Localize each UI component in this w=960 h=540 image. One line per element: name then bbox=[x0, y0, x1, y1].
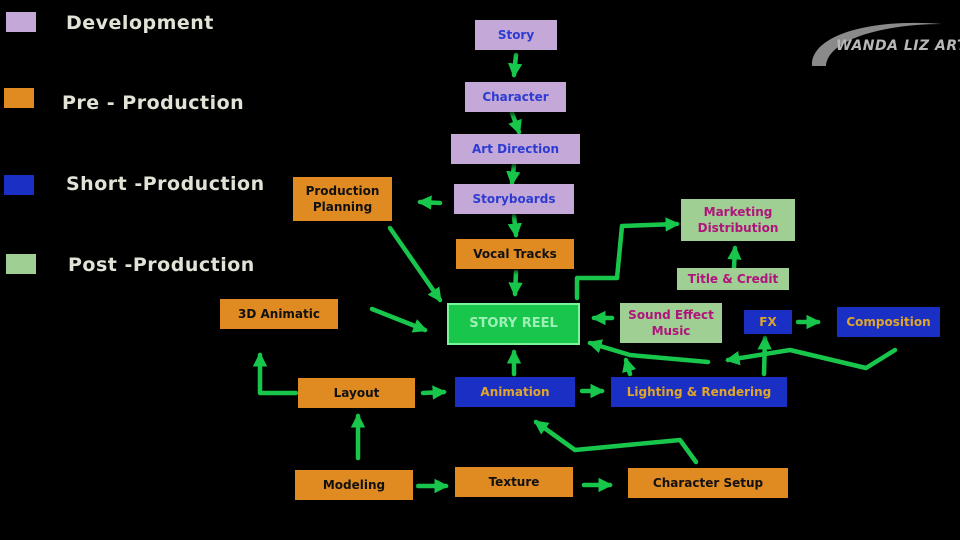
legend-swatch-short-production bbox=[4, 175, 34, 195]
node-marketing-distribution: Marketing Distribution bbox=[681, 199, 795, 241]
arrow-story-to-character bbox=[507, 52, 523, 78]
legend-label-short-production: Short -Production bbox=[66, 173, 265, 195]
arrow-character-to-art-direction bbox=[508, 110, 522, 135]
node-fx: FX bbox=[744, 310, 792, 334]
node-story: Story bbox=[475, 20, 557, 50]
arrow-title-to-marketing bbox=[727, 245, 742, 271]
logo-text: WANDA LIZ ART bbox=[836, 38, 960, 54]
arrow-3d-animatic-to-story-reel bbox=[369, 306, 428, 333]
arrow-vocal-tracks-to-story-reel bbox=[508, 269, 523, 297]
arrow-layout-to-animation bbox=[420, 385, 447, 400]
arrow-art-direction-to-storyboards bbox=[506, 162, 521, 186]
node-art-direction: Art Direction bbox=[451, 134, 580, 164]
node-modeling: Modeling bbox=[295, 470, 413, 500]
node-layout: Layout bbox=[298, 378, 415, 408]
node-animation: Animation bbox=[455, 377, 575, 407]
node-composition: Composition bbox=[837, 307, 940, 337]
legend-swatch-pre-production bbox=[4, 88, 34, 108]
arrow-storyboards-to-vocal-tracks bbox=[507, 213, 522, 238]
node-story-reel: STORY REEL bbox=[447, 303, 580, 345]
legend-label-pre-production: Pre - Production bbox=[62, 92, 245, 114]
node-sound-effect-music: Sound Effect Music bbox=[620, 303, 722, 343]
arrow-character-setup-to-animation bbox=[533, 419, 699, 465]
node-storyboards: Storyboards bbox=[454, 184, 574, 214]
node-vocal-tracks: Vocal Tracks bbox=[456, 239, 574, 269]
legend-swatch-post-production bbox=[6, 254, 36, 274]
arrow-storyboards-to-production-planning bbox=[417, 195, 443, 210]
arrow-production-planning-to-story-reel bbox=[387, 225, 443, 303]
legend-swatch-development bbox=[6, 12, 36, 32]
arrow-story-reel-to-marketing bbox=[574, 217, 680, 301]
logo-swoosh bbox=[811, 22, 942, 66]
arrow-composition-to-lighting bbox=[725, 347, 898, 371]
node-texture: Texture bbox=[455, 467, 573, 497]
legend-label-post-production: Post -Production bbox=[68, 254, 255, 276]
node-title-credit: Title & Credit bbox=[677, 268, 789, 290]
node-character: Character bbox=[465, 82, 566, 112]
legend-label-development: Development bbox=[66, 12, 214, 34]
node-character-setup: Character Setup bbox=[628, 468, 788, 498]
arrow-lighting-up-to-story-reel bbox=[622, 357, 637, 377]
node-lighting-rendering: Lighting & Rendering bbox=[611, 377, 787, 407]
arrow-lighting-to-story-reel bbox=[587, 339, 711, 365]
arrow-layout-to-3d-animatic bbox=[252, 352, 299, 396]
node-production-planning: Production Planning bbox=[293, 177, 392, 221]
node-3d-animatic: 3D Animatic bbox=[220, 299, 338, 329]
